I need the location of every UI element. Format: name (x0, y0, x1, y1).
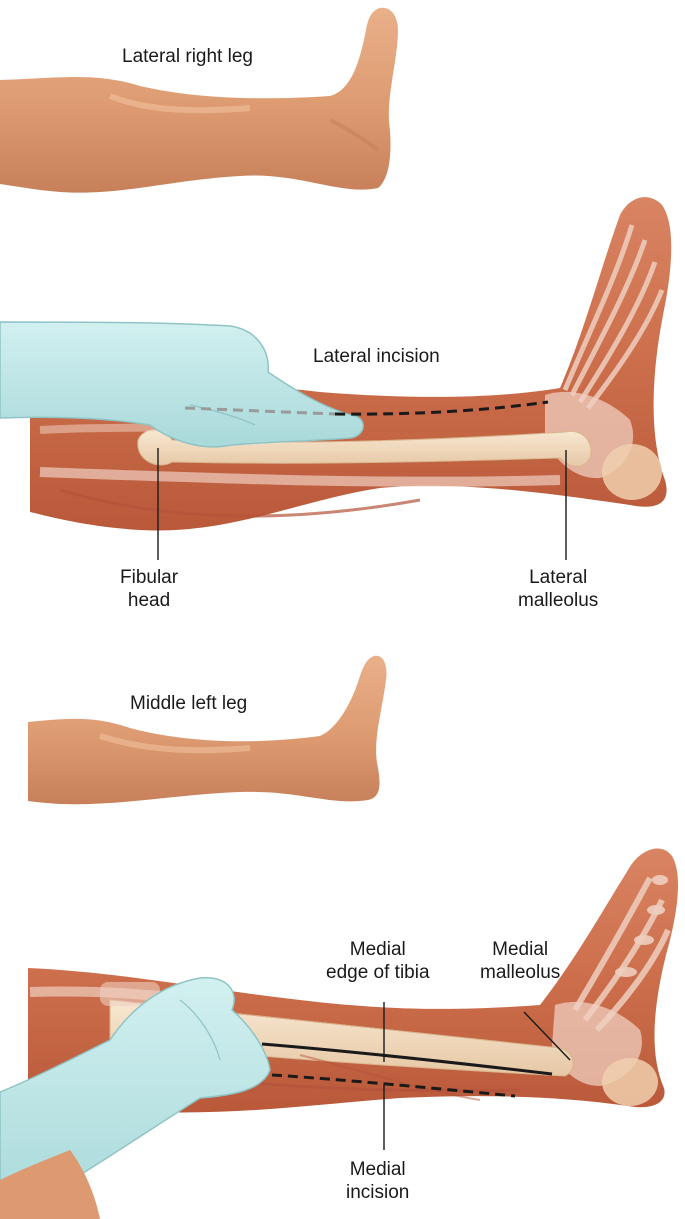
lateral-malleolus-label-line2: malleolus (518, 590, 599, 611)
heel (602, 444, 662, 500)
lateral-incision-label: Lateral incision (313, 346, 440, 367)
fibular-head-label-line2: head (127, 590, 171, 611)
medial-incision-label: Medial incision (346, 1158, 409, 1204)
leg-silhouette-2 (28, 655, 387, 805)
lateral-incision-dashed-gray (184, 406, 336, 416)
medial-incision-dashed-line (271, 1073, 516, 1098)
lateral-malleolus-label: Lateral malleolus (518, 566, 598, 612)
lateral-right-leg-overview (0, 7, 398, 193)
arm-skin (0, 1150, 100, 1219)
medial-incision-label-line1: Medial (349, 1159, 406, 1180)
lateral-leg-dissection (0, 197, 672, 560)
middle-left-leg-label: Middle left leg (130, 693, 248, 714)
medial-malleolus-leader (523, 1011, 571, 1061)
medial-malleolus-label-line2: malleolus (480, 962, 561, 983)
lateral-incision-dashed-black (334, 400, 549, 416)
middle-left-leg-overview (28, 655, 387, 805)
lateral-malleolus-label-line1: Lateral (529, 567, 588, 588)
medial-malleolus-label: Medial malleolus (480, 938, 560, 984)
foot-tendons (562, 224, 665, 410)
medial-heel (602, 1058, 658, 1106)
fibular-head-label-line1: Fibular (120, 567, 179, 588)
medial-edge-label-line2: edge of tibia (326, 962, 430, 983)
lateral-right-leg-label: Lateral right leg (122, 46, 253, 67)
medial-incision-label-line2: incision (346, 1182, 410, 1203)
medial-leg-dissection (0, 848, 679, 1219)
medial-malleolus-label-line1: Medial (492, 939, 549, 960)
medial-edge-of-tibia-line (261, 1042, 553, 1076)
medial-edge-label-line1: Medial (349, 939, 406, 960)
fibular-head-label: Fibular head (120, 566, 178, 612)
medial-edge-of-tibia-label: Medial edge of tibia (326, 938, 430, 984)
leg-silhouette (0, 7, 398, 193)
glove-hand-lateral (0, 321, 364, 448)
toe-joints (615, 875, 668, 977)
